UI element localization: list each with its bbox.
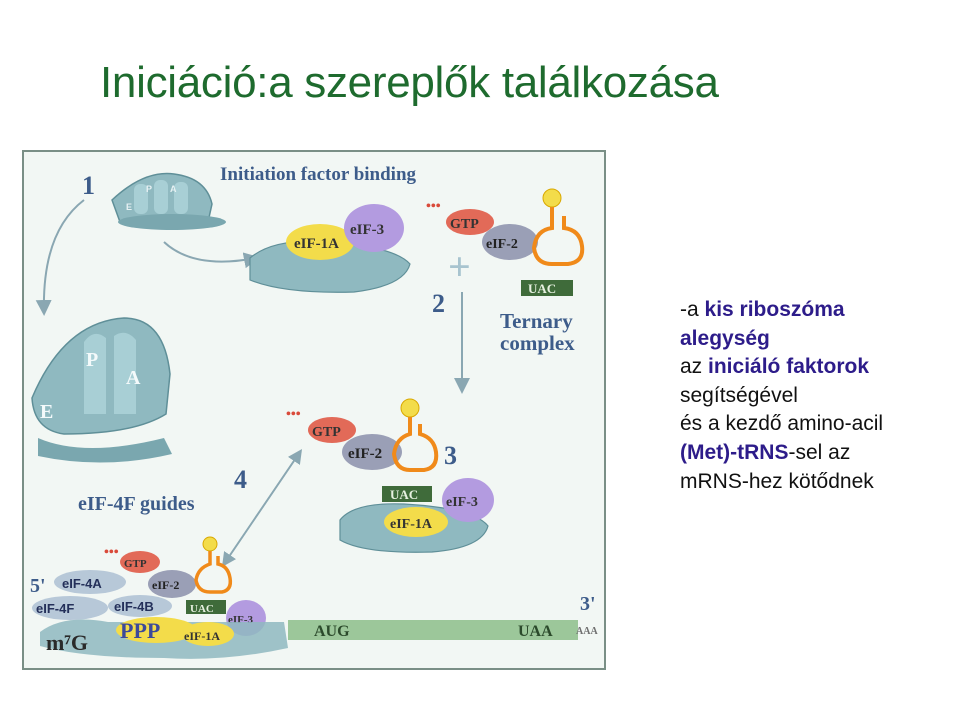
uaa-label: UAA (518, 623, 553, 640)
eif3-label: eIF-3 (350, 222, 384, 238)
line-5-prefix: és a kezdő amino-acil (680, 412, 884, 436)
step-3-complex: ••• GTP eIF-2 UAC eIF-3 eIF-1A (286, 398, 494, 553)
cap-label: m⁷G (46, 630, 88, 655)
dots-middle: ••• (286, 407, 301, 422)
uac-box (521, 280, 573, 296)
ternary-label-1: Ternary (500, 309, 573, 333)
small-site-p: P (146, 184, 152, 194)
figure-heading: Initiation factor binding (220, 164, 417, 185)
eif1a-blob (286, 224, 354, 260)
uac-label: UAC (528, 281, 556, 296)
small-site-e: E (126, 202, 132, 212)
arrow-to-step-factor (163, 241, 260, 269)
line-2-highlight: alegység (680, 326, 770, 350)
factor-bound-subunit: eIF-1A eIF-3 (249, 204, 411, 293)
guides-label: eIF-4F guides (78, 493, 195, 515)
eif4a-label: eIF-4A (62, 576, 102, 591)
slide-title: Iniciáció:a szereplők találkozása (100, 58, 719, 107)
eif1a-label: eIF-1A (294, 236, 339, 252)
arrow-cycle-left (35, 199, 85, 316)
text-line-2: alegység (680, 325, 950, 354)
arrow-guide-up (223, 449, 303, 565)
mrna-scanning-complex: ••• 5' eIF-4A GTP eIF-2 eIF-4F eIF-4B UA… (30, 536, 598, 659)
line-7-prefix: mRNS-hez kötődnek (680, 469, 874, 493)
text-line-1: -a kis riboszóma (680, 296, 950, 325)
mrna-strand (288, 620, 578, 640)
eif4f-label: eIF-4F (36, 601, 74, 616)
large-ribosome-subunit: E P A (31, 317, 172, 463)
line-1-prefix: -a (680, 298, 705, 321)
ternary-complex-top: ••• GTP eIF-2 UAC (426, 188, 585, 296)
uac-label-b: UAC (390, 487, 418, 502)
polya-label: AAA (576, 626, 598, 637)
ppp-label: PPP (120, 618, 160, 643)
eif2-label-b: eIF-2 (348, 446, 382, 462)
step-2-label: 2 (432, 289, 445, 318)
text-line-6: (Met)-tRNS-sel az (680, 439, 950, 468)
gtp-label-b: GTP (312, 425, 341, 440)
initiation-diagram: Initiation factor binding 1 E P A eIF-1A… (30, 164, 598, 659)
site-p-label: P (86, 349, 98, 371)
five-prime-label: 5' (30, 575, 46, 597)
eif2-blob (482, 224, 538, 260)
eif3-label-b: eIF-3 (446, 495, 478, 510)
dots-top: ••• (426, 199, 441, 214)
site-a-label: A (126, 367, 141, 389)
trna-top (531, 207, 585, 266)
line-6-suffix: -sel az (788, 440, 851, 464)
text-line-3: az iniciáló faktorok (680, 353, 950, 382)
text-line-7: mRNS-hez kötődnek (680, 468, 950, 497)
line-3-prefix: az (680, 355, 709, 379)
ternary-label-2: complex (500, 331, 575, 355)
three-prime-label: 3' (580, 593, 596, 615)
eif1a-label-b: eIF-1A (390, 517, 433, 532)
text-line-4: segítségével (680, 382, 950, 411)
step-4-label: 4 (234, 465, 247, 494)
translation-initiation-figure: Initiation factor binding 1 E P A eIF-1A… (22, 150, 606, 670)
gtp-label: GTP (450, 217, 479, 232)
step-1-label: 1 (82, 171, 95, 200)
line-6-highlight: (Met)-tRNS (680, 440, 789, 464)
small-ribosome-subunit-top: E P A (111, 172, 226, 230)
uac-label-c: UAC (190, 603, 214, 615)
dots-bottom: ••• (104, 545, 119, 560)
aug-label: AUG (314, 623, 350, 640)
plus-sign: + (448, 244, 471, 289)
eif2-label: eIF-2 (486, 237, 518, 252)
line-4-prefix: segítségével (680, 383, 798, 407)
gtp-label-c: GTP (124, 558, 147, 570)
small-site-a: A (170, 184, 177, 194)
text-line-5: és a kezdő amino-acil (680, 410, 950, 439)
explanation-text: -a kis riboszóma alegység az iniciáló fa… (680, 296, 950, 496)
eif4b-label: eIF-4B (114, 599, 154, 614)
line-1-highlight: kis riboszóma (704, 298, 845, 321)
eif1a-label-c: eIF-1A (184, 629, 220, 643)
gtp-blob (446, 209, 494, 235)
eif3-blob (344, 204, 404, 252)
step-3-label: 3 (444, 441, 457, 470)
site-e-label: E (40, 401, 53, 423)
line-3-highlight: iniciáló faktorok (708, 355, 870, 379)
eif2-label-c: eIF-2 (152, 578, 179, 592)
